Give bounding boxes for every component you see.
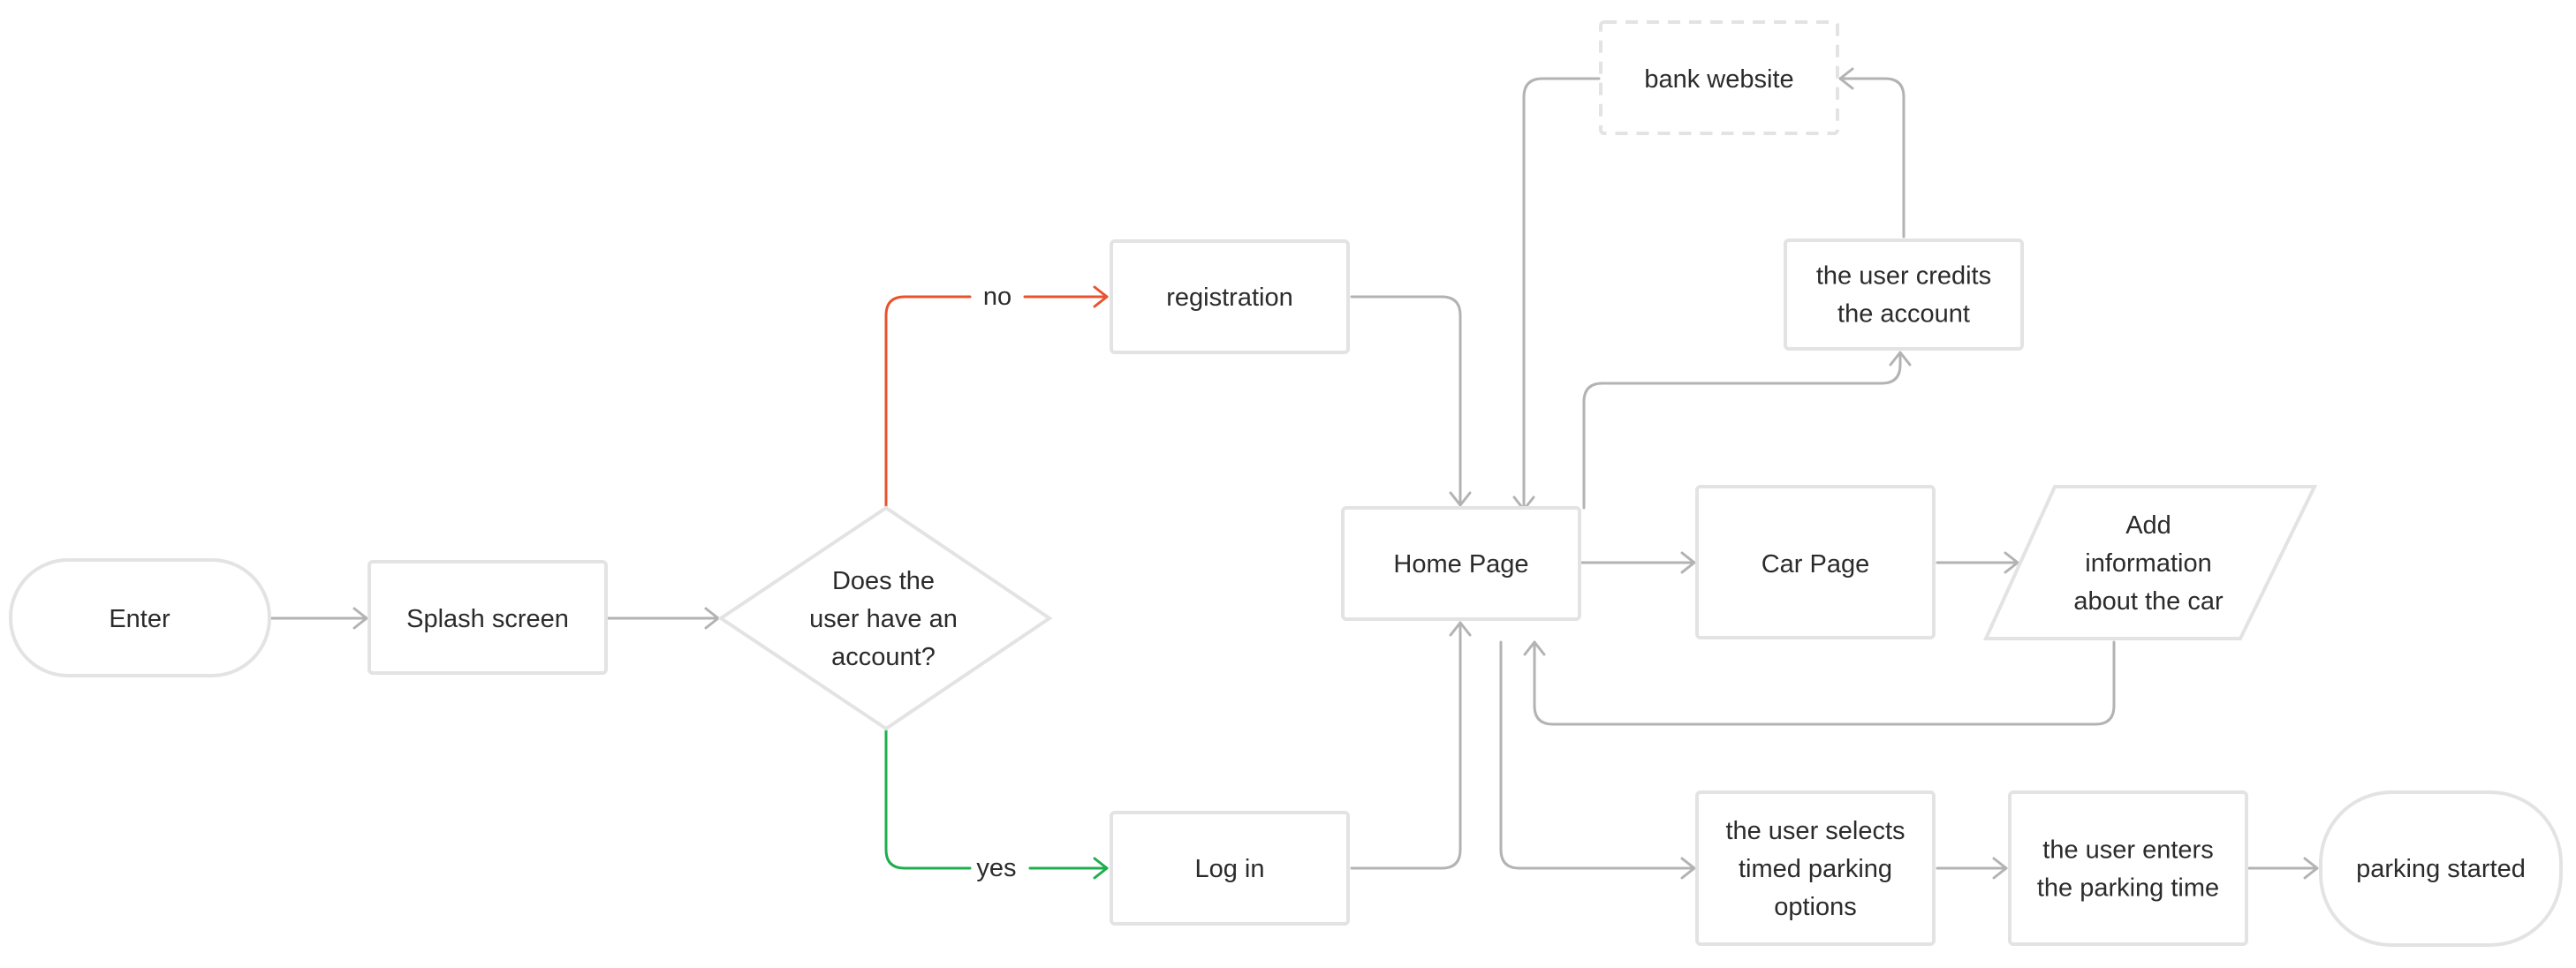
node-decision[interactable]: Does the user have an account? [717, 505, 1053, 731]
edge-registration-to-home [1350, 295, 1462, 507]
arrowhead-selects [1680, 857, 1696, 880]
edge-decision-yes [884, 729, 972, 870]
arrowhead-login [1093, 857, 1109, 880]
arrowhead-home-bottom-from-login [1449, 621, 1472, 637]
node-user-selects-options[interactable]: the user selects timed parking options [1695, 790, 1936, 946]
node-home-page[interactable]: Home Page [1341, 506, 1581, 621]
add-info-label-line: information [2085, 549, 2211, 578]
arrowhead-registration [1093, 285, 1109, 308]
edge-addinfo-to-home [1533, 640, 2116, 726]
node-car-page[interactable]: Car Page [1695, 485, 1936, 639]
node-user-selects-options-label: the user selects timed parking options [1725, 817, 1905, 921]
node-splash-screen[interactable]: Splash screen [367, 560, 608, 675]
credits-label-line: the account [1837, 300, 1970, 329]
selects-label-line: the user selects [1725, 817, 1905, 845]
edge-label-no: no [983, 283, 1011, 311]
node-parking-started-label: parking started [2356, 855, 2526, 883]
connectors [268, 77, 2319, 870]
node-add-car-info-label: Add information about the car [2073, 511, 2224, 616]
registration-label-line: registration [1166, 284, 1292, 312]
node-parking-started[interactable]: parking started [2319, 790, 2563, 947]
node-home-page-label: Home Page [1393, 550, 1528, 579]
started-label-line: parking started [2356, 855, 2526, 883]
arrowhead-home-bottom-from-addinfo [1523, 640, 1546, 656]
edge-home-to-credits [1582, 353, 1902, 510]
node-enter-label: Enter [109, 605, 170, 633]
node-registration-label: registration [1166, 284, 1292, 312]
arrowheads [352, 67, 2319, 880]
arrowhead-bank [1838, 67, 1854, 90]
edge-credits-to-bank [1838, 77, 1905, 238]
node-splash-screen-label: Splash screen [406, 605, 569, 633]
arrowhead-car [1680, 551, 1696, 574]
decision-label-line: Does the [832, 567, 935, 595]
node-user-enters-time[interactable]: the user enters the parking time [2008, 790, 2248, 946]
add-info-label-line: about the car [2073, 587, 2224, 616]
credits-label-line: the user credits [1816, 262, 1991, 291]
node-user-credits-account-label: the user credits the account [1816, 262, 1991, 329]
enters-label-line: the parking time [2037, 874, 2219, 903]
node-decision-label: Does the user have an account? [809, 567, 958, 671]
node-car-page-label: Car Page [1762, 550, 1870, 579]
selects-label-line: timed parking [1739, 855, 1892, 883]
edge-login-to-home [1350, 621, 1462, 870]
node-registration[interactable]: registration [1110, 239, 1350, 354]
arrowhead-splash [352, 607, 368, 630]
home-label-line: Home Page [1393, 550, 1528, 579]
car-label-line: Car Page [1762, 550, 1870, 579]
node-bank-website-label: bank website [1644, 65, 1793, 94]
edge-label-yes: yes [976, 854, 1016, 882]
splash-label-line: Splash screen [406, 605, 569, 633]
add-info-label-line: Add [2125, 511, 2171, 540]
edge-bank-to-home [1522, 77, 1601, 511]
edge-decision-no [884, 295, 972, 508]
decision-label-line: user have an [809, 605, 958, 633]
node-user-credits-account[interactable]: the user credits the account [1784, 238, 2024, 351]
enter-label-line: Enter [109, 605, 170, 633]
arrowhead-enters [1992, 857, 2008, 880]
edge-home-to-selects [1499, 640, 1696, 870]
arrowhead-credits [1889, 351, 1912, 367]
node-enter[interactable]: Enter [9, 558, 271, 677]
node-bank-website[interactable]: bank website [1599, 20, 1839, 135]
arrowhead-home-top-from-registration [1449, 491, 1472, 507]
node-add-car-info[interactable]: Add information about the car [1982, 485, 2318, 640]
arrowhead-started [2303, 857, 2319, 880]
node-user-enters-time-label: the user enters the parking time [2037, 836, 2219, 903]
decision-label-line: account? [831, 643, 936, 671]
bank-label-line: bank website [1644, 65, 1793, 94]
node-login[interactable]: Log in [1110, 811, 1350, 926]
login-label-line: Log in [1194, 855, 1264, 883]
selects-label-line: options [1774, 893, 1857, 921]
node-login-label: Log in [1194, 855, 1264, 883]
arrowhead-addinfo [2004, 551, 2019, 574]
enters-label-line: the user enters [2042, 836, 2213, 865]
